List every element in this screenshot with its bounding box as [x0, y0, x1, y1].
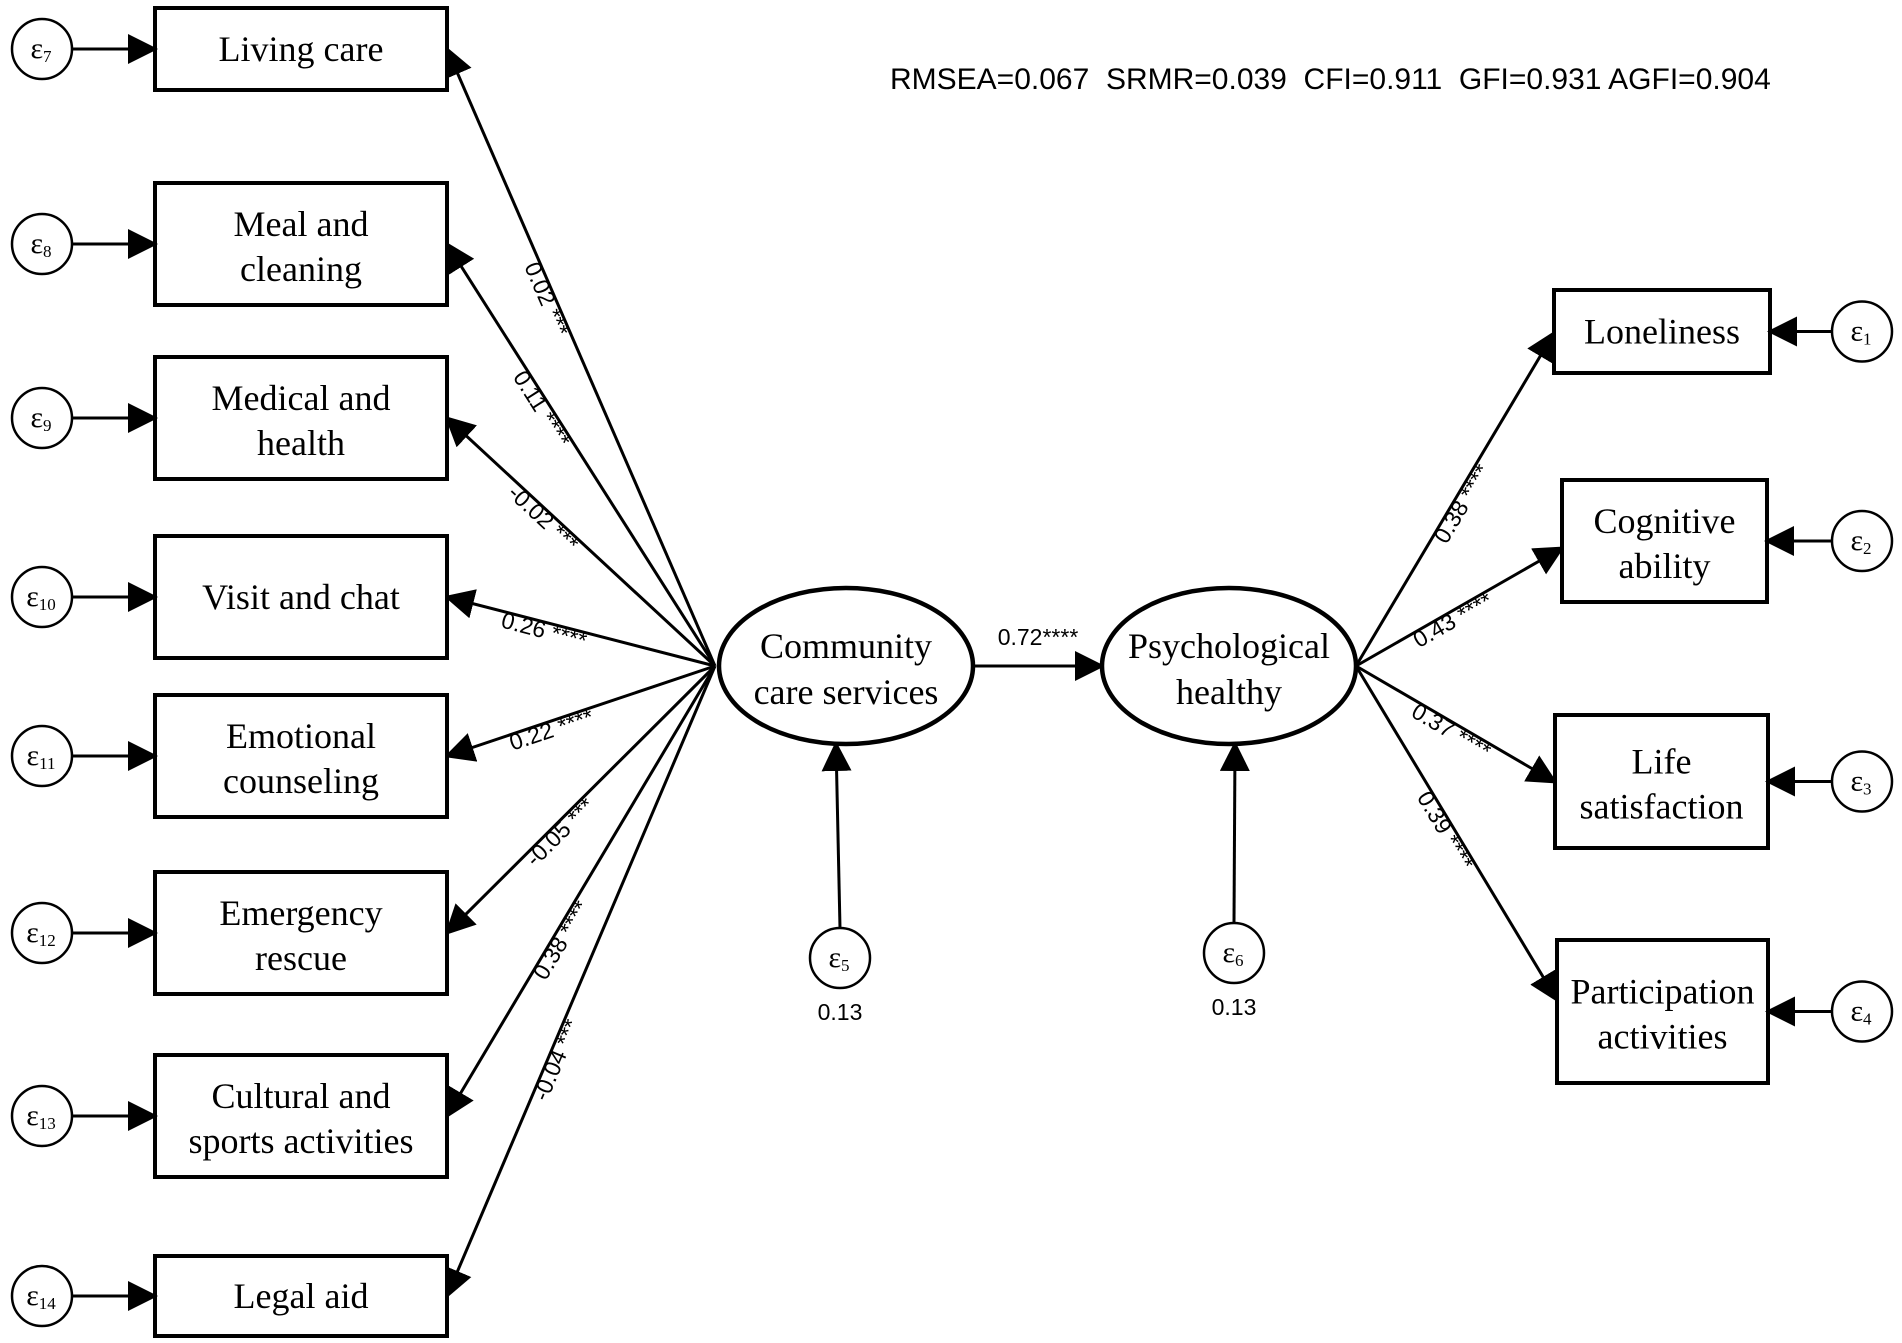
- indicator-participation-box: [1555, 938, 1770, 1085]
- indicator-meal-and-label-line2: cleaning: [240, 249, 362, 289]
- indicator-visit-and-chat-box: [153, 534, 449, 660]
- indicator-medical-and-box: [153, 355, 449, 481]
- indicator-participation-coef: 0.39 ****: [1412, 786, 1479, 874]
- indicator-participation-label-line2: activities: [1598, 1017, 1728, 1057]
- indicator-cultural-and-box: [153, 1053, 449, 1179]
- latent-psychological-healthy-label-line2: healthy: [1176, 672, 1282, 712]
- indicator-emotional-coef: 0.22 ****: [506, 703, 597, 755]
- indicator-medical-and-label-line1: Medical and: [212, 378, 391, 418]
- indicator-life-path: [1355, 664, 1558, 784]
- indicator-medical-and-path: [444, 415, 717, 668]
- latent-community-care-services-label-line2: care services: [754, 672, 939, 712]
- indicator-living-care-path: [443, 46, 717, 667]
- indicator-life-label-line2: satisfaction: [1580, 787, 1744, 827]
- indicator-loneliness-coef: 0.38 ****: [1428, 460, 1495, 548]
- indicator-legal-aid-coef: -0.04 ***: [527, 1015, 584, 1104]
- indicator-emergency-label-line1: Emergency: [219, 893, 382, 933]
- indicator-living-care-coef: 0.02 ***: [519, 258, 574, 340]
- indicator-emotional-label-line1: Emotional: [226, 716, 376, 756]
- indicator-cognitive-coef: 0.43 ****: [1408, 587, 1496, 653]
- indicator-medical-and-coef: -0.02 ***: [503, 479, 584, 556]
- indicator-visit-and-chat-label: Visit and chat: [202, 577, 400, 617]
- indicator-emergency-coef: -0.05 ***: [520, 792, 599, 871]
- indicator-life-box: [1553, 713, 1770, 850]
- indicator-visit-and-chat-coef: 0.26 ****: [499, 607, 590, 654]
- indicator-life-coef: 0.37 ****: [1407, 698, 1495, 764]
- indicator-cognitive-path: [1355, 546, 1565, 668]
- indicator-meal-and-path: [445, 241, 717, 667]
- residual-e5-value: 0.13: [818, 999, 863, 1025]
- indicator-legal-aid-path: [443, 665, 717, 1299]
- indicator-meal-and-box: [153, 181, 449, 307]
- residual-e6-arrow: [1219, 741, 1250, 924]
- indicator-participation-path: [1354, 665, 1559, 1003]
- indicator-emergency-path: [444, 664, 717, 936]
- indicator-medical-and-label-line2: health: [257, 423, 345, 463]
- indicator-emergency-label-line2: rescue: [255, 938, 347, 978]
- indicator-cultural-and-label-line1: Cultural and: [212, 1076, 391, 1116]
- residual-e6-circle: [1202, 921, 1266, 985]
- indicator-cognitive-label-line1: Cognitive: [1594, 501, 1736, 541]
- indicator-cognitive-label-line2: ability: [1619, 546, 1711, 586]
- indicator-life-label-line1: Life: [1632, 742, 1692, 782]
- indicator-cultural-and-path: [445, 665, 717, 1119]
- indicator-living-care-label: Living care: [219, 29, 384, 69]
- residual-e6-value: 0.13: [1212, 994, 1257, 1020]
- residual-e5-circle: [808, 926, 872, 990]
- latent-psychological-healthy-label-line1: Psychological: [1128, 626, 1330, 666]
- latent-psychological-healthy: [1099, 585, 1359, 747]
- latent-community-care-services-label-line1: Community: [760, 626, 932, 666]
- indicator-cognitive-box: [1560, 478, 1769, 604]
- indicator-emotional-box: [153, 693, 449, 819]
- indicator-loneliness-path: [1354, 330, 1556, 667]
- indicator-emergency-box: [153, 870, 449, 996]
- indicator-meal-and-coef: 0.11 ****: [508, 366, 576, 452]
- indicator-legal-aid-label: Legal aid: [234, 1276, 369, 1316]
- indicator-cultural-and-label-line2: sports activities: [189, 1121, 414, 1161]
- indicator-visit-and-chat-path: [444, 589, 716, 668]
- indicator-loneliness-label: Loneliness: [1584, 312, 1740, 352]
- indicator-participation-label-line1: Participation: [1571, 972, 1755, 1012]
- indicator-legal-aid-box: [153, 1254, 449, 1338]
- indicator-emotional-path: [444, 664, 716, 762]
- fit-indices: RMSEA=0.067 SRMR=0.039 CFI=0.911 GFI=0.9…: [890, 63, 1771, 96]
- latent-community-care-services: [716, 585, 976, 747]
- residual-e5-arrow: [821, 741, 852, 929]
- structural-path-coef: 0.72****: [998, 624, 1079, 650]
- indicator-emotional-label-line2: counseling: [223, 761, 379, 801]
- indicator-meal-and-label-line1: Meal and: [234, 204, 369, 244]
